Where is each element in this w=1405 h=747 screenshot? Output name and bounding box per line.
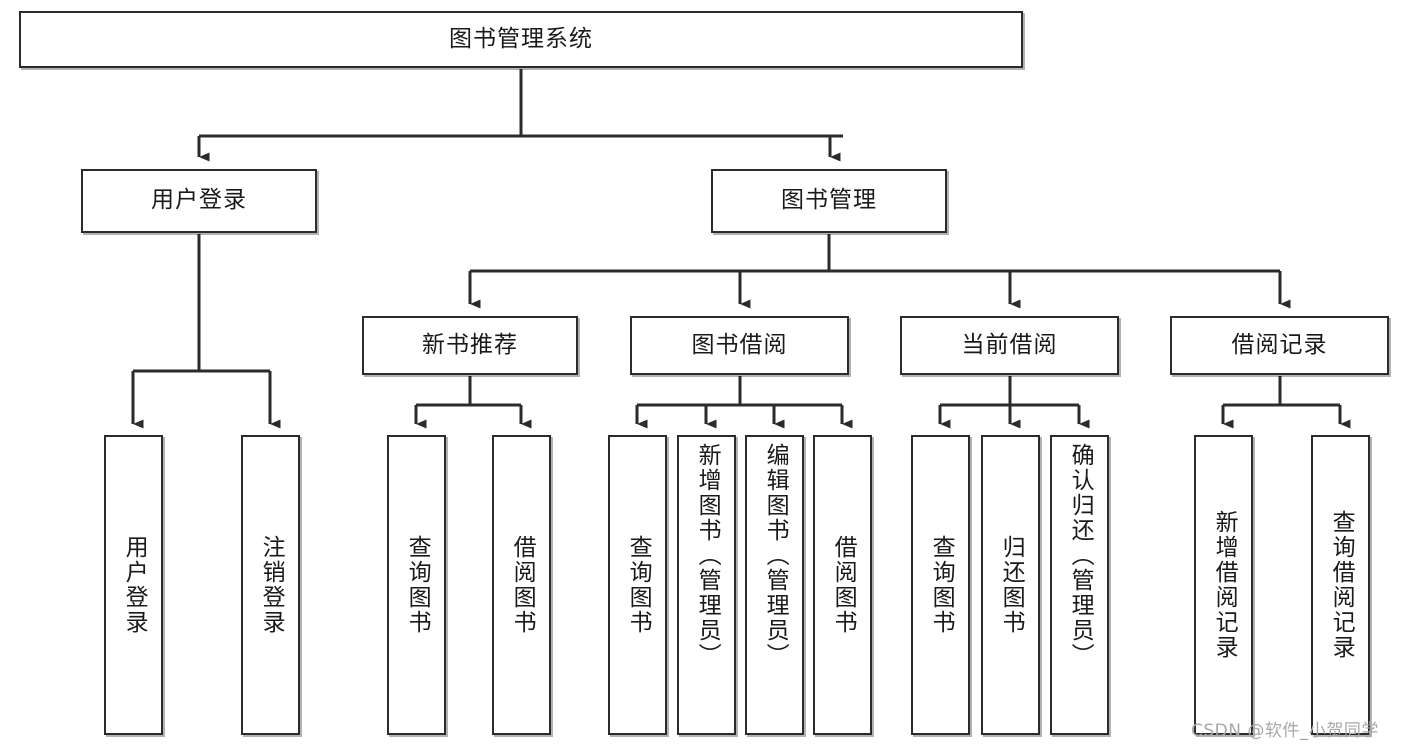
node-leaf-logout[interactable]: 注销登录	[241, 435, 300, 735]
node-leaf-borrow-book-rec[interactable]: 借阅图书	[492, 435, 551, 735]
node-leaf-return-book-label: 归还图书	[998, 535, 1025, 635]
node-leaf-borrow-book-label: 借阅图书	[830, 535, 857, 635]
node-leaf-confirm-return-label: 确认归还（管理员）	[1067, 443, 1094, 668]
node-leaf-user-login-label: 用户登录	[121, 535, 148, 635]
watermark-text: CSDN @软件_小贺同学	[1191, 721, 1379, 741]
node-leaf-query-book-borrow-label: 查询图书	[625, 535, 652, 635]
node-user-login[interactable]: 用户登录	[81, 169, 317, 233]
node-user-login-label: 用户登录	[151, 187, 247, 214]
node-leaf-logout-label: 注销登录	[258, 535, 285, 635]
node-new-book-rec[interactable]: 新书推荐	[362, 316, 578, 375]
node-current-borrow-label: 当前借阅	[961, 331, 1058, 358]
node-book-borrow[interactable]: 图书借阅	[630, 316, 849, 375]
node-leaf-add-book[interactable]: 新增图书（管理员）	[677, 435, 736, 735]
node-leaf-query-record-label: 查询借阅记录	[1328, 510, 1355, 660]
node-leaf-add-book-label: 新增图书（管理员）	[694, 443, 721, 668]
node-borrow-record-label: 借阅记录	[1231, 331, 1328, 358]
node-new-book-rec-label: 新书推荐	[422, 331, 518, 358]
node-leaf-query-book-current-label: 查询图书	[928, 535, 955, 635]
node-leaf-edit-book[interactable]: 编辑图书（管理员）	[745, 435, 804, 735]
node-book-manage-label: 图书管理	[781, 187, 877, 214]
node-leaf-query-book-borrow[interactable]: 查询图书	[608, 435, 667, 735]
node-leaf-add-record[interactable]: 新增借阅记录	[1194, 435, 1253, 735]
node-leaf-edit-book-label: 编辑图书（管理员）	[762, 443, 789, 668]
node-leaf-query-book-rec-label: 查询图书	[404, 535, 431, 635]
node-leaf-query-record[interactable]: 查询借阅记录	[1311, 435, 1370, 735]
node-current-borrow[interactable]: 当前借阅	[900, 316, 1119, 375]
node-book-manage[interactable]: 图书管理	[711, 169, 947, 233]
node-book-borrow-label: 图书借阅	[691, 331, 788, 358]
node-leaf-user-login[interactable]: 用户登录	[104, 435, 163, 735]
node-root-label: 图书管理系统	[449, 25, 593, 52]
node-borrow-record[interactable]: 借阅记录	[1170, 316, 1389, 375]
node-leaf-confirm-return[interactable]: 确认归还（管理员）	[1050, 435, 1109, 735]
node-leaf-borrow-book[interactable]: 借阅图书	[813, 435, 872, 735]
node-leaf-query-book-current[interactable]: 查询图书	[911, 435, 970, 735]
node-leaf-add-record-label: 新增借阅记录	[1211, 510, 1238, 660]
node-leaf-borrow-book-rec-label: 借阅图书	[509, 535, 536, 635]
node-leaf-query-book-rec[interactable]: 查询图书	[387, 435, 446, 735]
node-root[interactable]: 图书管理系统	[19, 11, 1023, 68]
node-leaf-return-book[interactable]: 归还图书	[981, 435, 1040, 735]
